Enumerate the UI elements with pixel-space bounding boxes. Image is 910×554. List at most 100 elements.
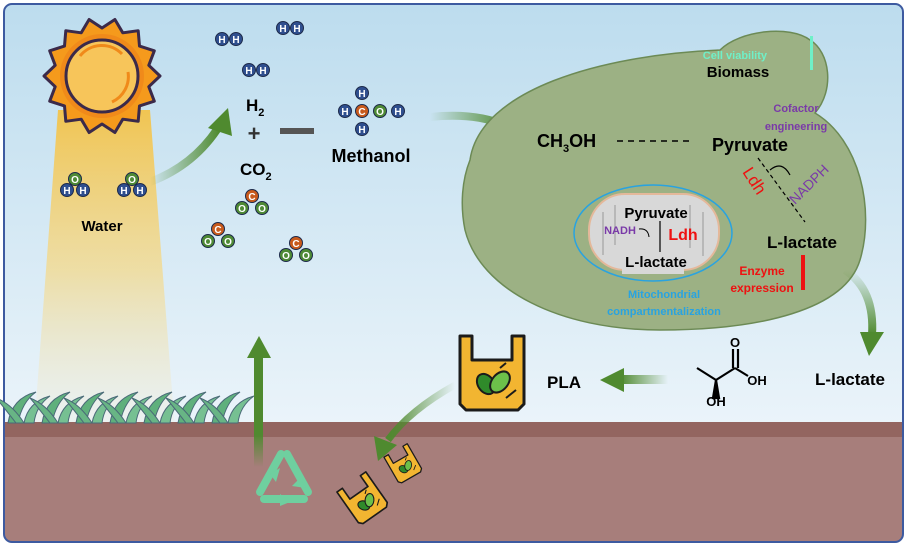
co2-molecule: CO O — [279, 236, 313, 262]
svg-text:H: H — [79, 186, 86, 197]
pyruvate-label: Pyruvate — [712, 135, 788, 155]
plant — [199, 391, 255, 424]
atom-o: O — [201, 234, 215, 248]
atom-o: O — [68, 172, 82, 186]
plant — [29, 391, 85, 424]
nadh-cofactor-arc — [638, 228, 650, 238]
svg-text:C: C — [358, 107, 365, 118]
atom-h: H — [338, 104, 352, 118]
nadph-cofactor-arc — [769, 165, 791, 176]
cell-l-lactate-label: L-lactate — [767, 233, 837, 252]
atom-h: H — [215, 32, 229, 46]
cell-viability-inhibition-bar — [810, 36, 813, 70]
mito-label-line2: compartmentalization — [607, 306, 721, 318]
atom-h: H — [256, 63, 270, 77]
mito-nadh-label: NADH — [604, 225, 636, 237]
crop-plants — [0, 391, 255, 424]
lactic-acid-structure — [696, 349, 749, 400]
atom-o: O — [235, 201, 249, 215]
atom-h: H — [76, 183, 90, 197]
h2-label: H2 — [246, 96, 264, 119]
soil-top-strip — [4, 422, 903, 438]
mito-l-lactate-label: L-lactate — [625, 254, 687, 271]
plant — [165, 391, 221, 424]
atom-o: O — [221, 234, 235, 248]
svg-text:H: H — [245, 66, 252, 77]
svg-text:H: H — [279, 24, 286, 35]
svg-text:H: H — [120, 186, 127, 197]
arrow-dash — [280, 128, 314, 134]
svg-text:H: H — [341, 107, 348, 118]
yeast-cell — [461, 30, 867, 331]
atom-c: C — [211, 222, 225, 236]
svg-text:O: O — [376, 107, 384, 118]
svg-text:O: O — [224, 237, 232, 248]
ch3oh-label: CH3OH — [537, 131, 596, 155]
atom-c: C — [245, 189, 259, 203]
atom-o: O — [125, 172, 139, 186]
svg-text:H: H — [358, 125, 365, 136]
svg-text:H: H — [293, 24, 300, 35]
arrow-bag-to-soil — [374, 381, 457, 461]
arrow-lactate-to-pla — [600, 368, 668, 392]
svg-text:C: C — [292, 239, 299, 250]
svg-text:H: H — [232, 35, 239, 46]
mito-label-line1: Mitochondrial — [628, 289, 700, 301]
svg-text:O: O — [204, 237, 212, 248]
methanol-label: Methanol — [332, 146, 411, 166]
l-lactate-product-label: L-lactate — [815, 370, 885, 389]
svg-text:H: H — [218, 35, 225, 46]
cofactor-label-line2: engineering — [765, 121, 827, 133]
frame-border — [3, 3, 904, 543]
atom-o: O — [299, 248, 313, 262]
svg-text:H: H — [394, 107, 401, 118]
svg-text:O: O — [282, 251, 290, 262]
svg-text:H: H — [136, 186, 143, 197]
biomass-label: Biomass — [707, 64, 770, 81]
ldh-pathway-line — [757, 157, 806, 223]
enzyme-label-line2: expression — [730, 281, 793, 295]
svg-text:H: H — [63, 186, 70, 197]
svg-text:C: C — [248, 192, 255, 203]
atom-h: H — [60, 183, 74, 197]
water-label: Water — [81, 218, 122, 235]
lactic-acid-oh-hydroxyl: OH — [706, 394, 726, 409]
atom-o: O — [373, 104, 387, 118]
plant — [131, 391, 187, 424]
recycle-icon — [256, 450, 312, 506]
soil — [4, 437, 903, 542]
atom-h: H — [391, 104, 405, 118]
atom-h: H — [355, 86, 369, 100]
enzyme-label-line1: Enzyme — [739, 264, 785, 278]
atom-h: H — [276, 21, 290, 35]
atom-h: H — [229, 32, 243, 46]
svg-text:H: H — [358, 89, 365, 100]
atom-o: O — [279, 248, 293, 262]
atom-c: C — [289, 236, 303, 250]
degrading-bag-icon — [336, 471, 389, 525]
cofactor-label-line1: Cofactor — [773, 103, 819, 115]
svg-text:O: O — [258, 204, 266, 215]
svg-text:O: O — [302, 251, 310, 262]
enzyme-expression-bar — [801, 255, 805, 290]
svg-text:O: O — [71, 175, 79, 186]
svg-text:O: O — [128, 175, 136, 186]
atom-o: O — [255, 201, 269, 215]
lactic-acid-o: O — [730, 335, 740, 350]
co2-label: CO2 — [240, 160, 272, 183]
atom-h: H — [290, 21, 304, 35]
plant — [63, 391, 119, 424]
degrading-bag-icon — [383, 443, 423, 484]
co2-molecule: CO O — [201, 222, 235, 248]
arrow-cell-to-l-lactate — [842, 266, 884, 356]
plant — [0, 391, 51, 424]
atom-h: H — [242, 63, 256, 77]
